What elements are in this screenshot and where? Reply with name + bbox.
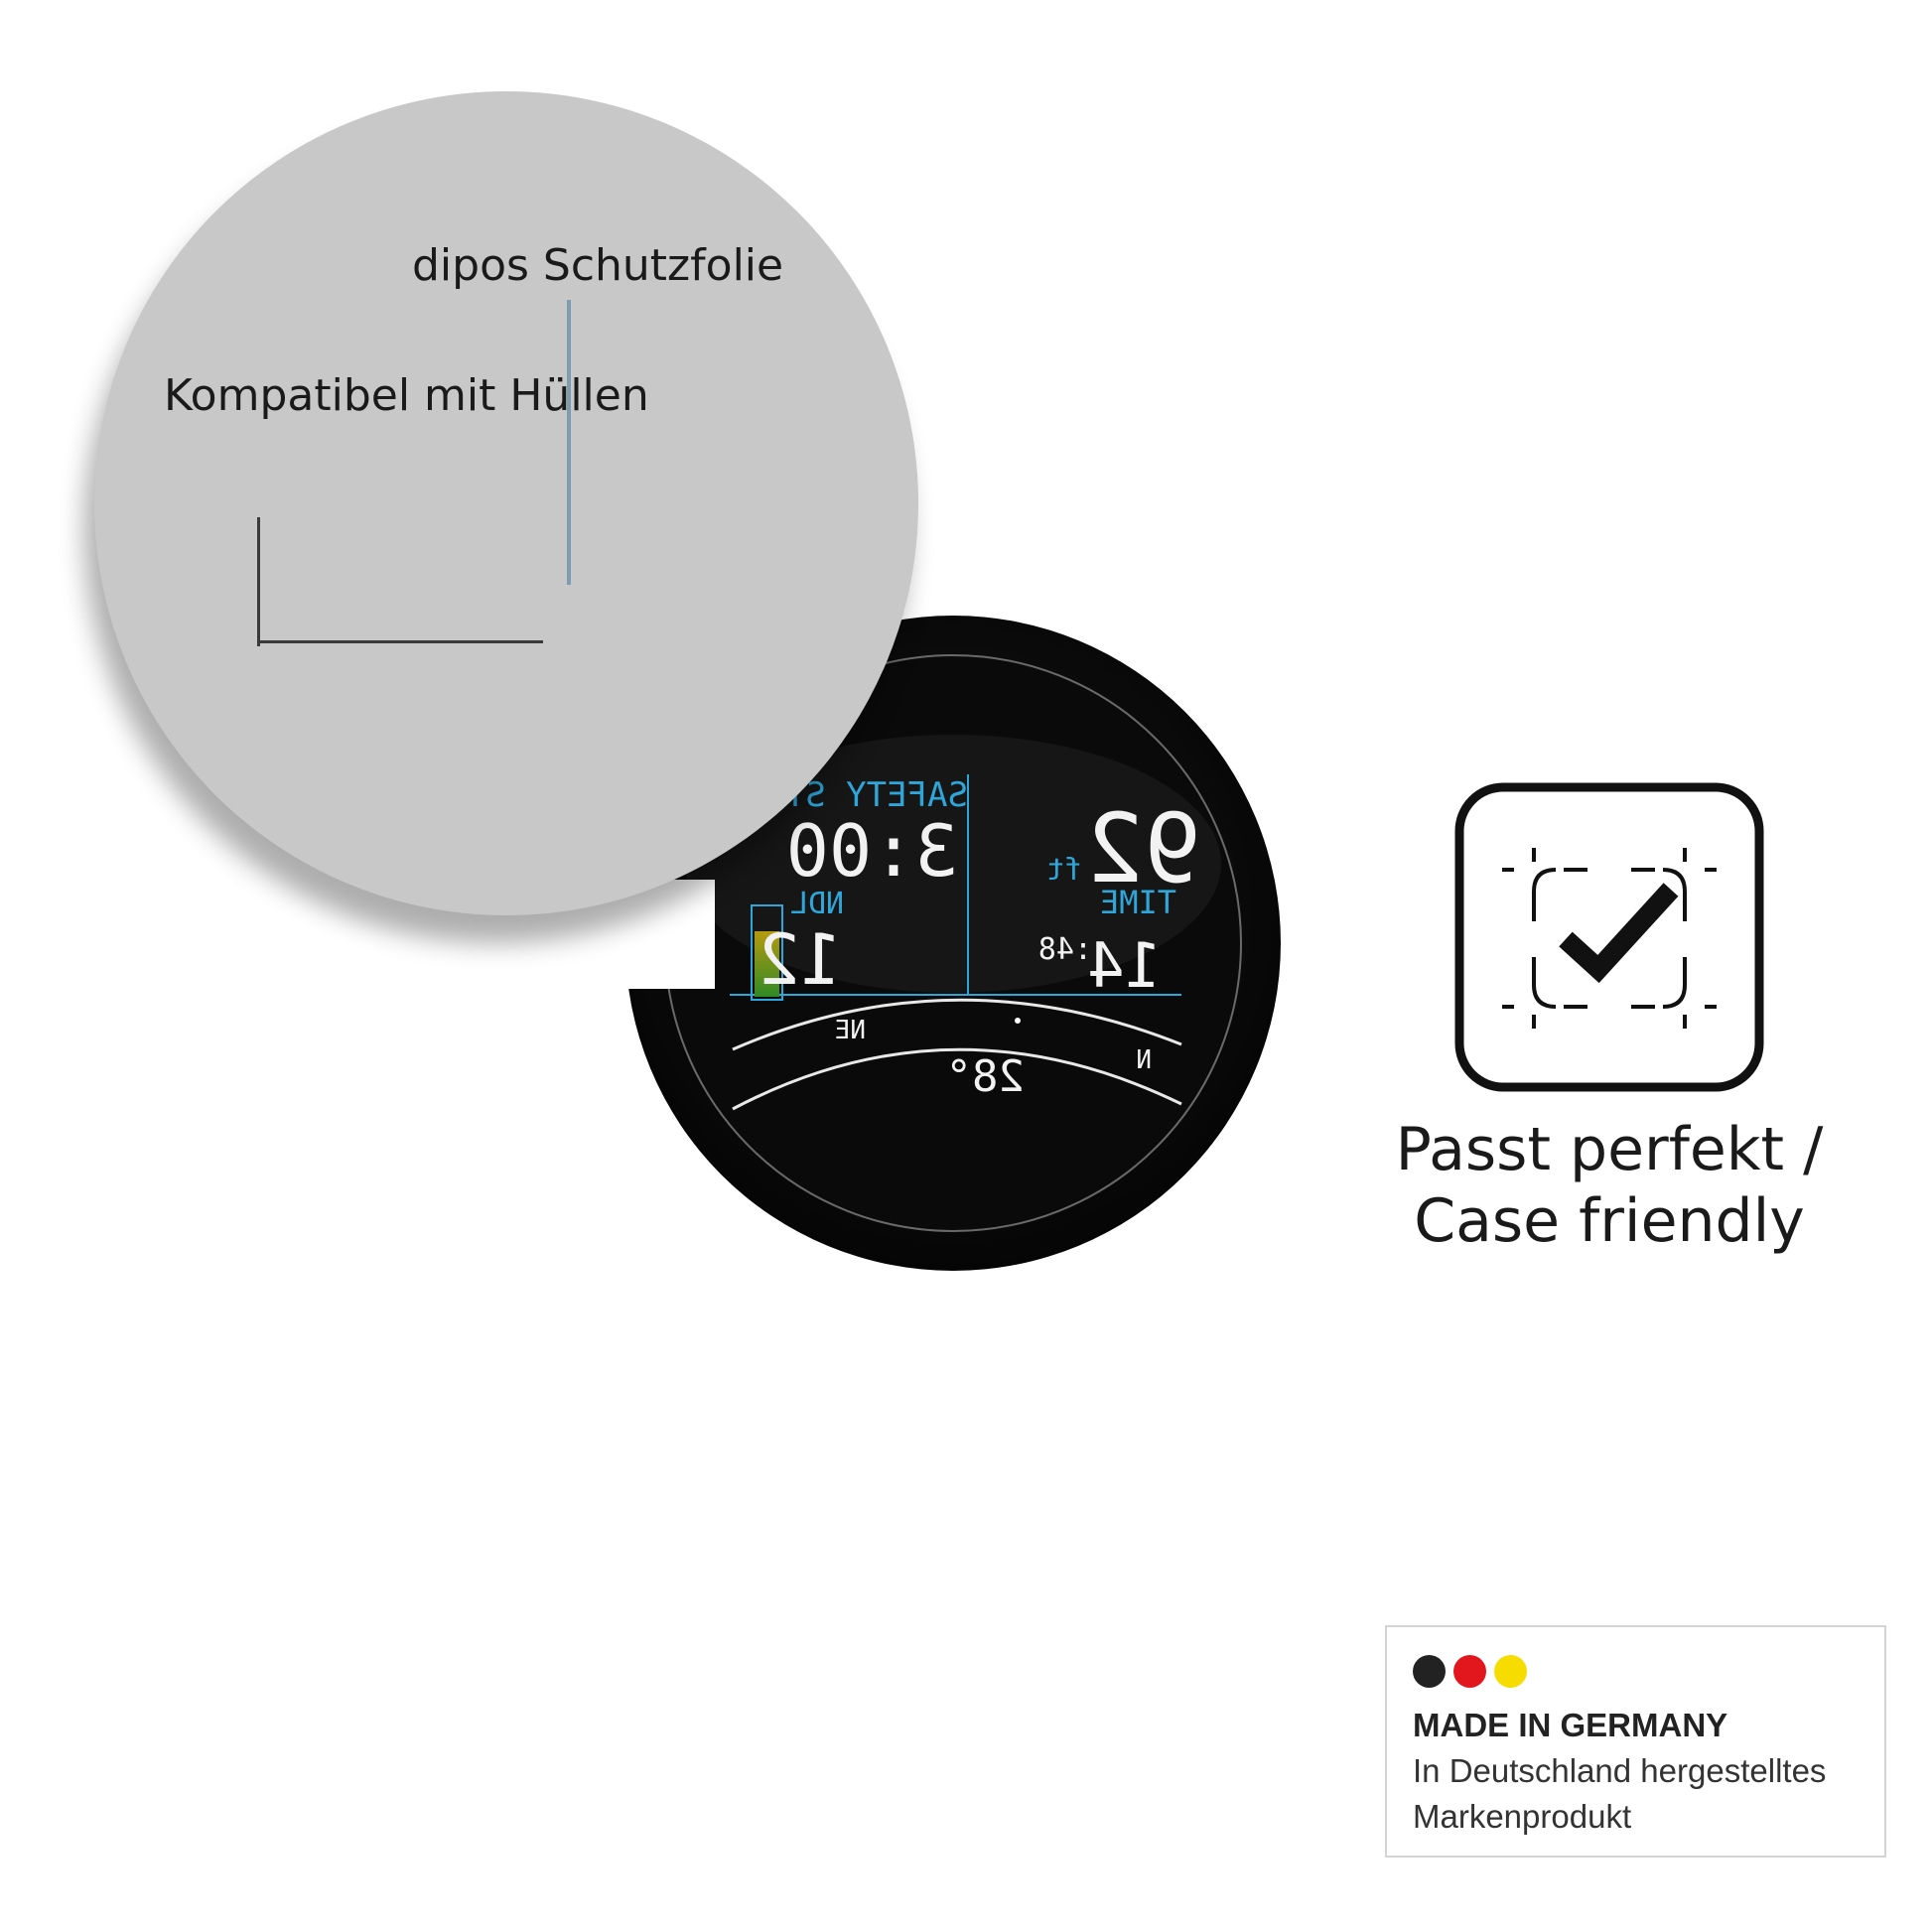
film-callout-line bbox=[567, 300, 571, 585]
compass-ne: NE bbox=[835, 1016, 866, 1045]
dive-computer-watch: SAFETY ST 3:00 92 ft NDL 12 TIME 14 :48 … bbox=[625, 616, 1281, 1271]
film-label: dipos Schutzfolie bbox=[412, 240, 784, 291]
compass-marker bbox=[1015, 1018, 1021, 1024]
made-in-germany-badge: MADE IN GERMANY In Deutschland hergestel… bbox=[1385, 1625, 1886, 1858]
case-callout-line-horizontal bbox=[257, 640, 543, 643]
flag-dot-red bbox=[1453, 1655, 1486, 1688]
time-minutes: 14 bbox=[1087, 929, 1162, 1002]
badge-title: MADE IN GERMANY bbox=[1413, 1707, 1728, 1743]
ndl-value: 12 bbox=[759, 919, 842, 1001]
badge-text: In Deutschland hergestelltes Markenprodu… bbox=[1413, 1752, 1827, 1835]
zoom-detail-disc: dipos Schutzfolie Kompatibel mit Hüllen bbox=[94, 91, 918, 915]
ndl-bar-fill bbox=[755, 931, 779, 997]
flag-dot-gold bbox=[1494, 1655, 1527, 1688]
compass-arc-lower bbox=[732, 1047, 1182, 1111]
safety-stop-time: 3:00 bbox=[786, 809, 958, 893]
compass-arc-upper bbox=[732, 998, 1182, 1051]
depth-value: 92 bbox=[1086, 793, 1201, 904]
compass-n: N bbox=[1136, 1045, 1152, 1075]
caption-line-1: Passt perfekt / bbox=[1395, 1115, 1824, 1184]
depth-unit: ft bbox=[1046, 853, 1082, 888]
flag-dot-black bbox=[1413, 1655, 1446, 1688]
case-compatible-label: Kompatibel mit Hüllen bbox=[164, 370, 649, 421]
ndl-bar-frame bbox=[751, 904, 783, 1001]
safety-stop-label: SAFETY ST bbox=[785, 775, 968, 815]
caption-line-2: Case friendly bbox=[1414, 1186, 1805, 1256]
time-label: TIME bbox=[1100, 884, 1176, 921]
case-callout-line-vertical bbox=[257, 517, 260, 646]
case-check-icon bbox=[1454, 782, 1764, 1092]
temperature-value: 28° bbox=[946, 1051, 1025, 1102]
case-friendly-caption: Passt perfekt / Case friendly bbox=[1370, 1114, 1849, 1257]
time-seconds: :48 bbox=[1038, 932, 1092, 967]
ndl-label: NDL bbox=[790, 887, 844, 921]
